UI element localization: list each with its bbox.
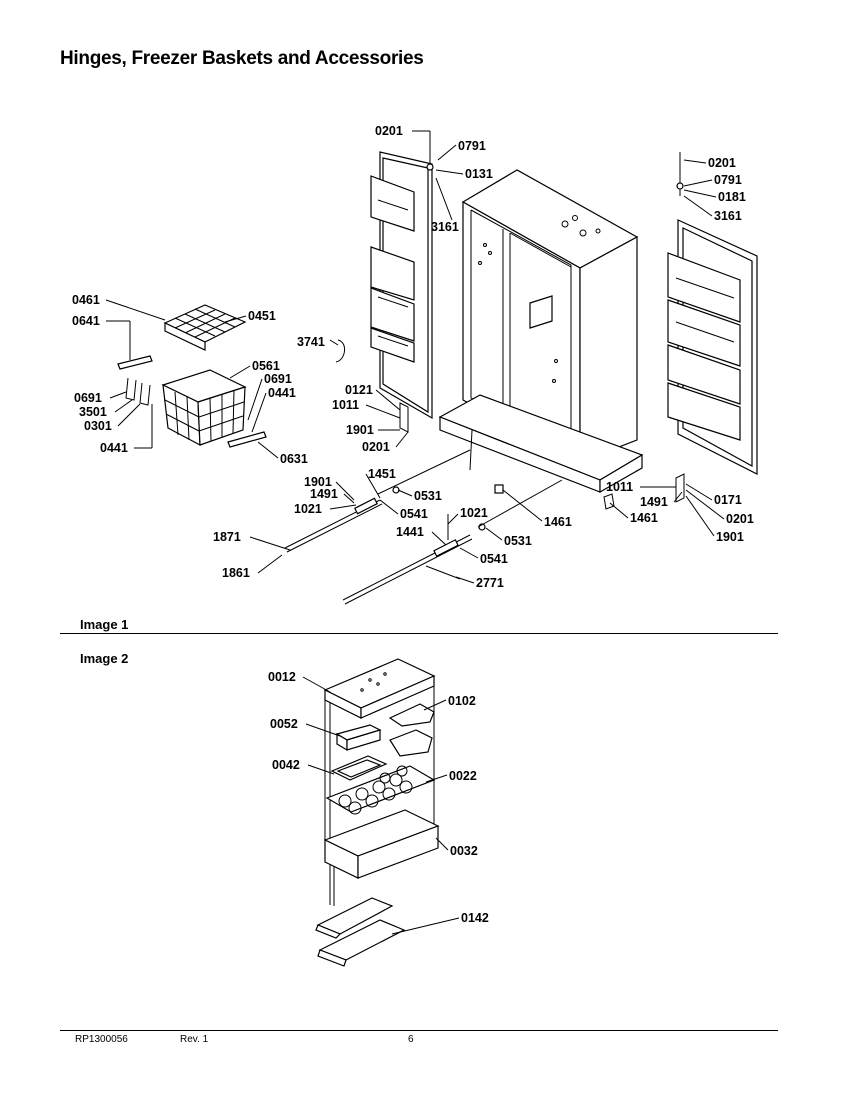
callout-label: 1451 [368,467,396,481]
callout-label: 0461 [72,293,100,307]
callout-label: 0691 [74,391,102,405]
callout-label: 1461 [544,515,572,529]
image1-illustration [105,130,758,605]
callout-label: 0561 [252,359,280,373]
refrigerator-cabinet [438,169,644,494]
callouts-image2: 0012 0102 0052 0042 0022 0032 0142 [268,670,489,925]
footer-doc-number: RP1300056 [75,1034,128,1045]
callout-label: 0441 [100,441,128,455]
callout-label: 0451 [248,309,276,323]
callout-label: 0201 [362,440,390,454]
callout-label: 0042 [272,758,300,772]
callout-label: 3741 [297,335,325,349]
callout-label: 3161 [714,209,742,223]
callout-label: 0541 [480,552,508,566]
callout-label: 0201 [375,124,403,138]
callout-label: 0531 [504,534,532,548]
callout-label: 0791 [714,173,742,187]
callout-label: 0171 [714,493,742,507]
callout-label: 1011 [606,480,633,494]
section-divider [60,633,778,634]
image-1-label: Image 1 [80,617,129,632]
footer-page-number: 6 [408,1034,414,1045]
hinge-brackets [335,339,685,531]
callout-label: 0791 [458,139,486,153]
callout-label: 0531 [414,489,442,503]
freezer-door [370,151,433,420]
refrigerator-door [667,219,758,475]
callout-label: 0052 [270,717,298,731]
callout-label: 0541 [400,507,428,521]
callout-label: 1461 [630,511,658,525]
callout-label: 0641 [72,314,100,328]
callout-label: 0131 [465,167,493,181]
callout-label: 0012 [268,670,296,684]
top-hinges [426,140,684,196]
callout-label: 0441 [268,386,296,400]
callout-label: 1441 [396,525,424,539]
footer-revision: Rev. 1 [180,1034,209,1045]
callout-label: 0121 [345,383,373,397]
callout-label: 1901 [716,530,744,544]
callout-label: 1491 [310,487,338,501]
callout-label: 1011 [332,398,359,412]
callout-label: 1901 [304,475,332,489]
callout-label: 0631 [280,452,308,466]
callout-label: 3501 [79,405,107,419]
callout-label: 1491 [640,495,668,509]
freezer-basket [161,369,247,447]
callout-label: 0201 [726,512,754,526]
image2-illustration [302,658,460,967]
callout-label: 0032 [450,844,478,858]
callouts-image1: 0201 0791 0131 3161 0201 0791 0181 3161 … [72,124,754,590]
callout-label: 2771 [476,576,504,590]
door-bin-assembly [315,658,440,967]
callout-label: 1021 [294,502,322,516]
callout-label: 0301 [84,419,112,433]
leader-lines-image1 [105,130,725,584]
slide-rails [117,355,267,448]
callout-label: 1901 [346,423,374,437]
callout-label: 1861 [222,566,250,580]
callout-label: 0022 [449,769,477,783]
callout-label: 0181 [718,190,746,204]
callout-label: 0102 [448,694,476,708]
callout-label: 0142 [461,911,489,925]
leader-lines-image2 [302,676,460,935]
callout-label: 0201 [708,156,736,170]
footer-divider [60,1030,778,1031]
rods [284,497,473,605]
wire-shelf [163,304,247,351]
callout-label: 3161 [431,220,459,234]
image-2-label: Image 2 [80,651,129,666]
callout-label: 1021 [460,506,488,520]
page-title: Hinges, Freezer Baskets and Accessories [60,48,424,69]
callout-label: 0691 [264,372,292,386]
callout-label: 1871 [213,530,241,544]
